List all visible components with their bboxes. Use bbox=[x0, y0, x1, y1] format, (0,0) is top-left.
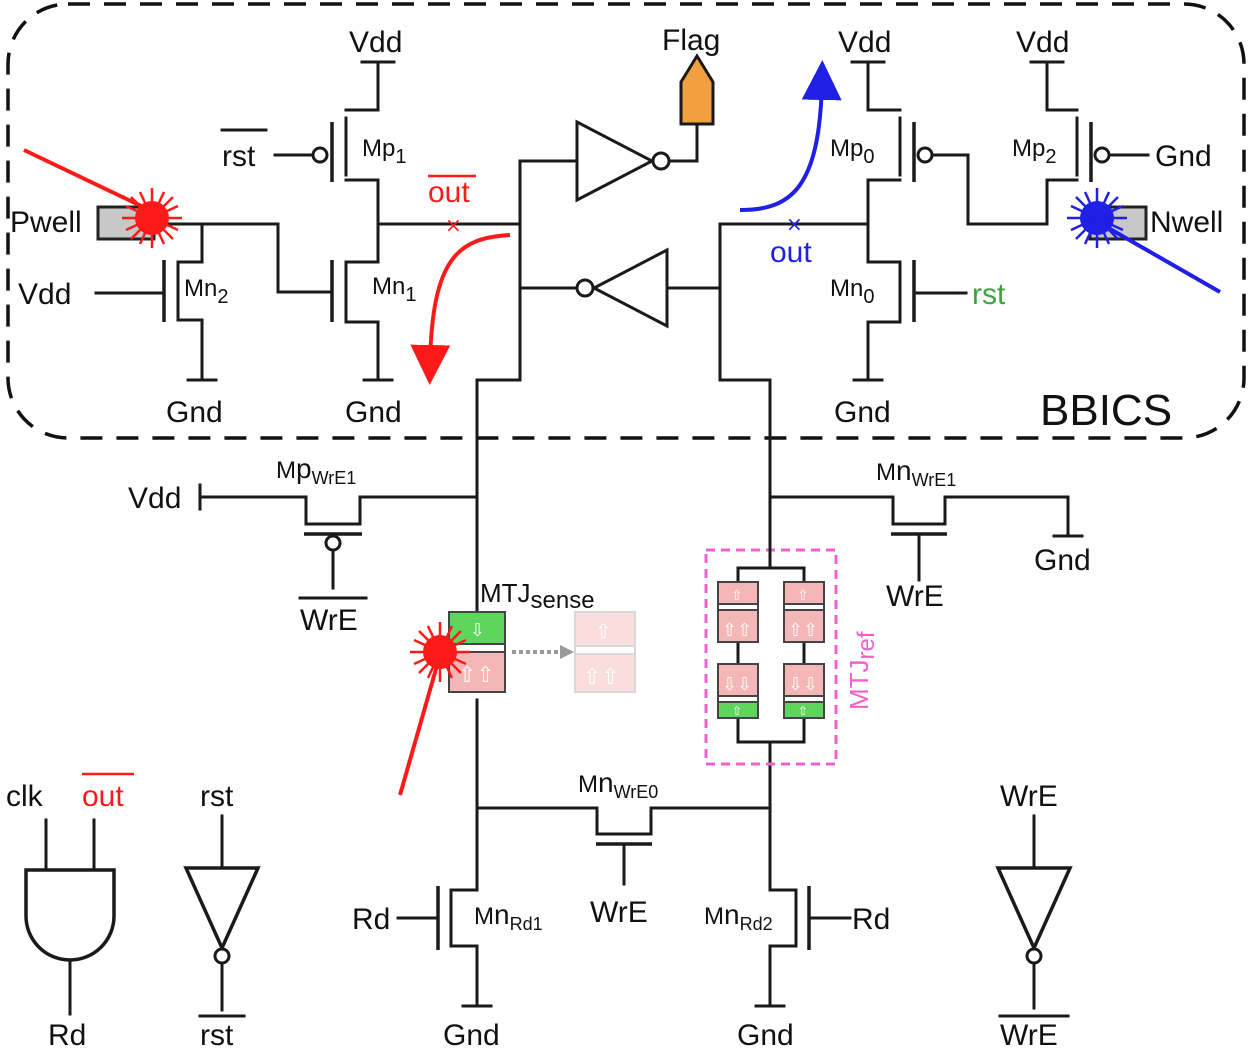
mn-wre0-label: MnWrE0 bbox=[578, 767, 658, 802]
gnd-mn2: Gnd bbox=[166, 396, 223, 429]
and-input-out-bar: out bbox=[82, 780, 124, 813]
svg-text:⇧: ⇧ bbox=[797, 588, 809, 604]
inverter-rst-input: rst bbox=[200, 780, 234, 813]
bbics-label: BBICS bbox=[1040, 386, 1172, 435]
vdd-mp1: Vdd bbox=[349, 26, 402, 59]
and-output-rd: Rd bbox=[48, 1019, 86, 1052]
wre-bar-mp-wre1: WrE bbox=[300, 604, 358, 637]
inverter-wre bbox=[995, 814, 1073, 1010]
inverter-rst bbox=[183, 814, 261, 1012]
mp2-label: Mp2 bbox=[1012, 135, 1056, 168]
transistor-mn0 bbox=[852, 222, 968, 382]
transistor-mn-rd1 bbox=[396, 886, 493, 1008]
laser-strike-nwell bbox=[1067, 188, 1221, 294]
mn-wre1-label: MnWrE1 bbox=[876, 455, 956, 490]
gnd-mn-rd2: Gnd bbox=[737, 1019, 794, 1052]
vdd-mp-wre1: Vdd bbox=[128, 482, 181, 515]
svg-text:⇧: ⇧ bbox=[798, 704, 808, 718]
gnd-mn1: Gnd bbox=[345, 396, 402, 429]
mtj-ref-array: ⇧ ⇧⇧ ⇧ ⇧⇧ ⇩⇩ ⇧ ⇩⇩ ⇧ bbox=[717, 548, 825, 744]
out-bar-node: out bbox=[428, 176, 470, 209]
out-bar-cross: × bbox=[445, 213, 462, 237]
wre-mn-wre0: WrE bbox=[590, 896, 648, 929]
out-node: out bbox=[770, 236, 812, 269]
and-gate bbox=[24, 818, 116, 1016]
inverter-wre-input: WrE bbox=[1000, 780, 1058, 813]
mtj-flip-arrow bbox=[512, 645, 574, 659]
out-cross: × bbox=[786, 212, 803, 236]
transient-current-blue-arrow bbox=[739, 60, 842, 212]
gnd-mn-wre1: Gnd bbox=[1034, 544, 1091, 577]
laser-strike-mtj bbox=[398, 622, 470, 796]
mtj-ref-label: MTJref bbox=[844, 631, 880, 710]
svg-text:⇩⇩: ⇩⇩ bbox=[722, 674, 752, 695]
transistor-mp-wre1 bbox=[198, 483, 479, 590]
inverter-feedback bbox=[518, 247, 722, 329]
mn-rd2-label: MnRd2 bbox=[704, 899, 773, 934]
pwell-label: Pwell bbox=[10, 206, 82, 239]
inverter-flag bbox=[518, 119, 699, 203]
svg-text:⇧⇧: ⇧⇧ bbox=[788, 620, 818, 641]
bbics-boundary bbox=[6, 2, 1246, 440]
svg-text:⇩: ⇩ bbox=[470, 620, 485, 641]
laser-strike-pwell bbox=[23, 148, 182, 248]
inverter-rst-output: rst bbox=[200, 1019, 234, 1052]
mtj-sense-flipped: ⇧ ⇧⇧ bbox=[574, 611, 636, 693]
rd-mn-rd1: Rd bbox=[352, 903, 390, 936]
mp-wre1-label: MpWrE1 bbox=[276, 453, 356, 488]
rst-mn0: rst bbox=[972, 278, 1006, 311]
transistor-mn-wre0 bbox=[475, 806, 772, 886]
mn-rd1-label: MnRd1 bbox=[474, 899, 543, 934]
mtj-sense-label: MTJsense bbox=[480, 578, 595, 614]
transistor-mp2 bbox=[1045, 60, 1150, 226]
gnd-mn0: Gnd bbox=[834, 396, 891, 429]
flag-output-pin bbox=[679, 53, 715, 126]
svg-text:⇧: ⇧ bbox=[595, 619, 612, 643]
transistor-mn2 bbox=[94, 222, 218, 382]
and-input-clk: clk bbox=[6, 780, 44, 813]
transistor-mn1 bbox=[276, 222, 394, 382]
wre-mn-wre1: WrE bbox=[886, 580, 944, 613]
vdd-mp2: Vdd bbox=[1016, 26, 1069, 59]
gnd-mn-rd1: Gnd bbox=[443, 1019, 500, 1052]
inverter-wre-output: WrE bbox=[1000, 1019, 1058, 1052]
transistor-mn-rd2 bbox=[754, 886, 852, 1008]
mp0-label: Mp0 bbox=[830, 135, 874, 168]
svg-text:⇧: ⇧ bbox=[731, 588, 743, 604]
mn2-label: Mn2 bbox=[184, 275, 228, 308]
svg-text:⇧⇧: ⇧⇧ bbox=[722, 620, 752, 641]
mp1-label: Mp1 bbox=[362, 135, 406, 168]
flag-label: Flag bbox=[662, 24, 720, 57]
transient-current-red-arrow bbox=[410, 233, 511, 385]
svg-text:⇧: ⇧ bbox=[732, 704, 742, 718]
gnd-mp2: Gnd bbox=[1155, 140, 1212, 173]
nwell-label: Nwell bbox=[1150, 206, 1223, 239]
transistor-mn-wre1 bbox=[768, 495, 1084, 582]
mn1-label: Mn1 bbox=[372, 273, 416, 306]
transistor-mp1 bbox=[273, 60, 380, 226]
svg-text:⇧⇧: ⇧⇧ bbox=[458, 663, 495, 688]
vdd-mn2: Vdd bbox=[18, 278, 71, 311]
rst-bar-mp1: rst bbox=[222, 140, 256, 173]
rd-mn-rd2: Rd bbox=[852, 903, 890, 936]
svg-text:⇧⇧: ⇧⇧ bbox=[583, 665, 620, 690]
vdd-mp0: Vdd bbox=[838, 26, 891, 59]
transistor-mp0 bbox=[866, 60, 1049, 226]
svg-text:⇩⇩: ⇩⇩ bbox=[788, 674, 818, 695]
mn0-label: Mn0 bbox=[830, 275, 874, 308]
